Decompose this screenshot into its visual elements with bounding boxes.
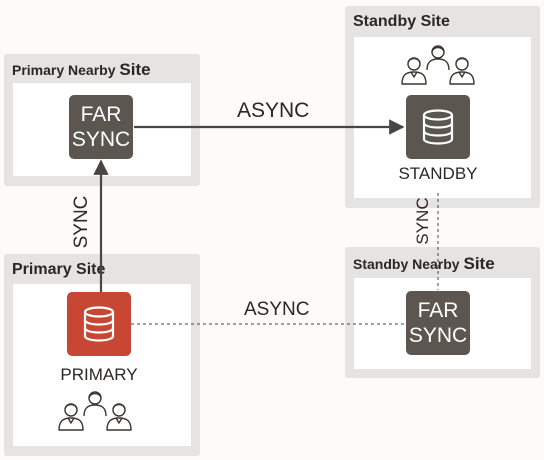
far-sync-standby-node: FAR SYNC bbox=[406, 291, 470, 355]
far-sync-primary-node: FAR SYNC bbox=[69, 95, 133, 159]
async-label-bottom: ASYNC bbox=[244, 299, 310, 320]
async-label-top: ASYNC bbox=[237, 99, 310, 122]
primary-nearby-site-title: Primary Nearby Site bbox=[12, 60, 151, 79]
primary-database-node bbox=[67, 292, 131, 356]
users-group-icon bbox=[401, 45, 475, 85]
sync-label-right: SYNC bbox=[413, 197, 432, 245]
database-icon bbox=[422, 109, 454, 145]
database-icon bbox=[83, 306, 115, 342]
standby-database-label: STANDBY bbox=[398, 164, 478, 183]
far-sync-primary-line1: FAR bbox=[80, 103, 122, 126]
users-group-icon bbox=[58, 391, 132, 431]
primary-site-title: Primary Site bbox=[12, 261, 106, 278]
standby-site-title: Standby Site bbox=[353, 13, 450, 30]
standby-database-node bbox=[406, 95, 470, 159]
far-sync-standby-line1: FAR bbox=[417, 299, 459, 322]
primary-site: Primary Site bbox=[4, 254, 200, 456]
sync-label-left: SYNC bbox=[71, 195, 92, 249]
far-sync-standby-line2: SYNC bbox=[408, 324, 468, 347]
primary-database-label: PRIMARY bbox=[60, 365, 138, 384]
far-sync-primary-line2: SYNC bbox=[71, 128, 131, 151]
standby-nearby-site-title: Standby Nearby Site bbox=[353, 254, 495, 273]
